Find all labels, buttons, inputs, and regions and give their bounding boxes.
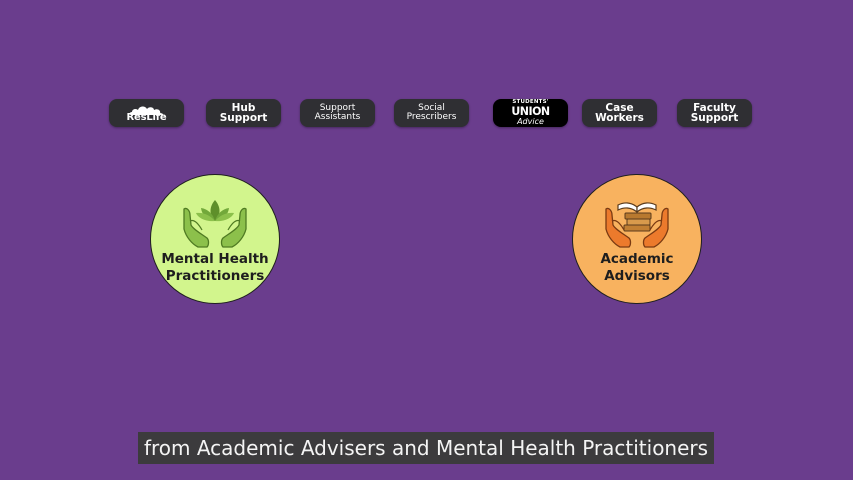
subtitle-caption: from Academic Advisers and Mental Health… xyxy=(138,432,714,464)
su-label-top: STUDENTS' xyxy=(512,99,549,106)
mental-health-circle: Mental Health Practitioners xyxy=(150,174,280,304)
academic-label: Academic Advisors xyxy=(600,251,674,284)
faculty-support-pill: Faculty Support xyxy=(677,99,752,127)
reslife-cloud-icon xyxy=(129,105,163,115)
reslife-label: ResLife xyxy=(126,111,167,123)
social-prescribers-pill: Social Prescribers xyxy=(394,99,469,127)
case-workers-pill: Case Workers xyxy=(582,99,657,127)
hands-books-icon xyxy=(605,202,669,248)
academic-circle: Academic Advisors xyxy=(572,174,702,304)
su-label-mid: UNION xyxy=(511,104,550,119)
role-pill-row: ResLife Hub Support Support Assistants S… xyxy=(0,99,853,128)
students-union-advice-pill: STUDENTS' UNION Advice xyxy=(493,99,568,127)
hands-lotus-icon xyxy=(183,200,247,248)
support-assistants-pill: Support Assistants xyxy=(300,99,375,127)
hub-support-pill: Hub Support xyxy=(206,99,281,127)
mental-health-label: Mental Health Practitioners xyxy=(161,251,269,284)
reslife-pill: ResLife xyxy=(109,99,184,127)
su-label-bottom: Advice xyxy=(517,116,544,126)
